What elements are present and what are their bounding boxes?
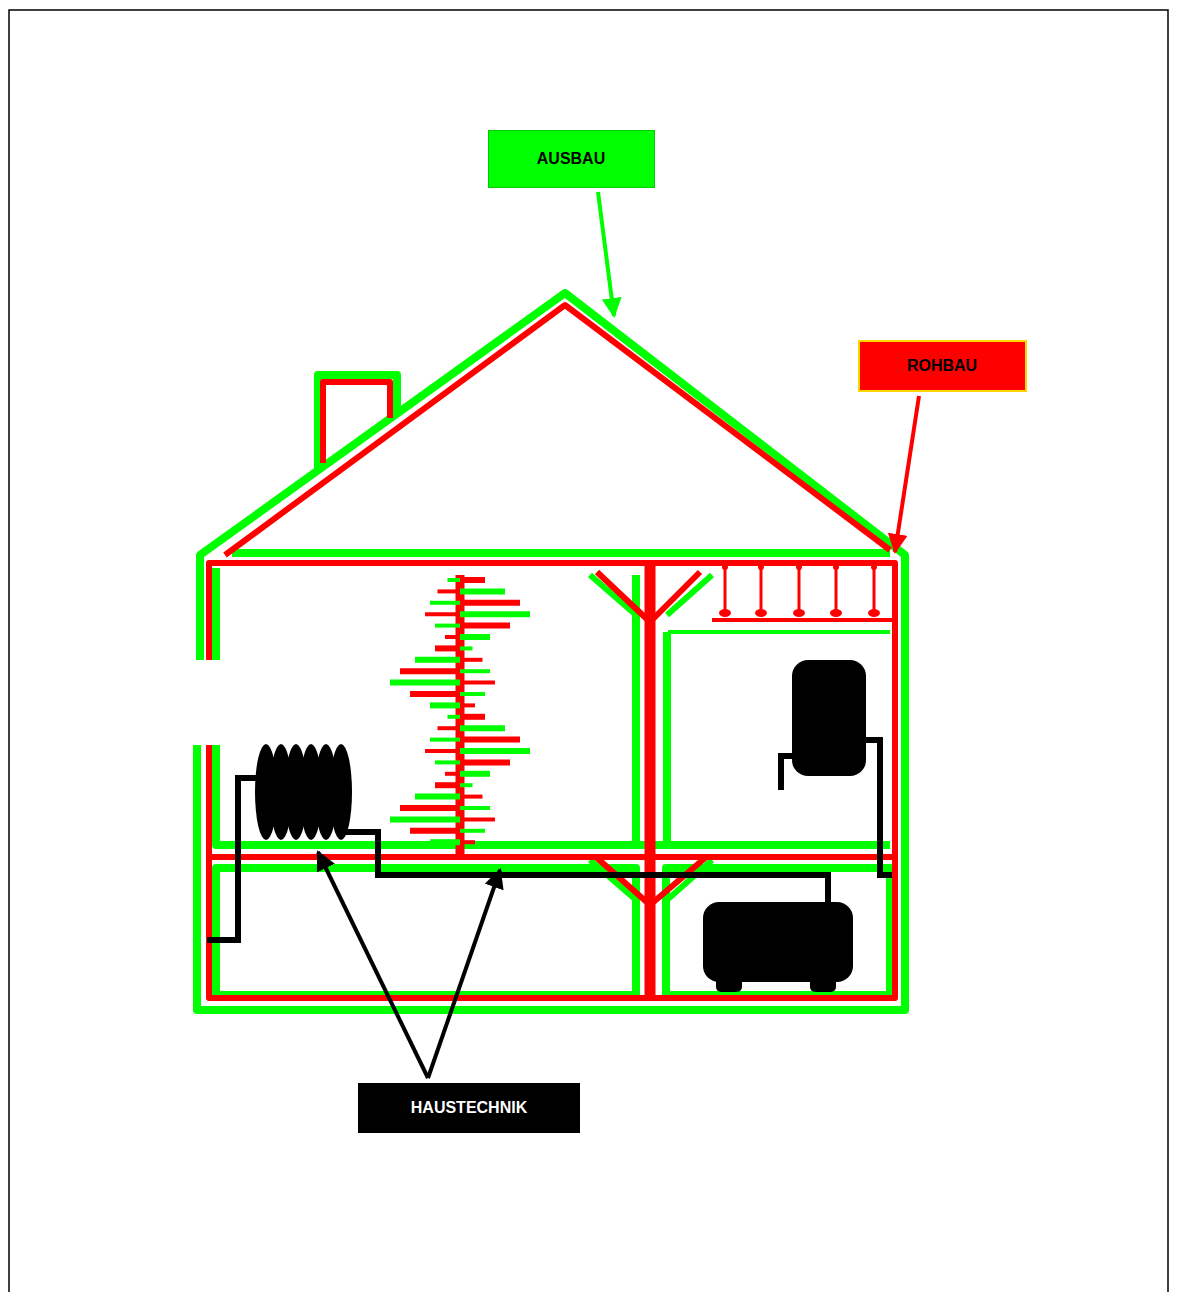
stair-tread bbox=[460, 600, 520, 606]
hanger-anchor bbox=[796, 564, 802, 570]
stair-tread bbox=[430, 839, 460, 845]
ceiling-hangers bbox=[719, 564, 880, 617]
stair-tread bbox=[460, 623, 510, 629]
stair-tread bbox=[460, 817, 495, 821]
label-text: AUSBAU bbox=[537, 149, 605, 168]
hanger-rod bbox=[798, 566, 801, 612]
hanger-rod bbox=[835, 566, 838, 612]
stair-tread bbox=[445, 772, 460, 776]
stair-tread bbox=[460, 840, 475, 844]
shell-label-box: ROHBAU bbox=[858, 340, 1027, 392]
stair-tread bbox=[460, 759, 510, 765]
stair-tread bbox=[460, 681, 495, 685]
stair-tread bbox=[460, 611, 530, 617]
stair-tread bbox=[445, 635, 460, 639]
hanger-anchor bbox=[830, 609, 842, 617]
label-text: HAUSTECHNIK bbox=[411, 1098, 527, 1117]
boiler bbox=[703, 902, 853, 992]
hanger-anchor bbox=[755, 609, 767, 617]
stair-tread bbox=[460, 588, 505, 594]
leader-lines bbox=[318, 192, 919, 1078]
building-services bbox=[207, 660, 892, 992]
stair-tread bbox=[460, 669, 490, 673]
stair-tread bbox=[390, 816, 460, 822]
stair-tread bbox=[430, 702, 460, 708]
stair-tread bbox=[415, 657, 460, 663]
stair-tread bbox=[410, 691, 460, 697]
stair-tread bbox=[460, 658, 483, 662]
staircase bbox=[390, 575, 530, 860]
stair-tread bbox=[460, 783, 473, 787]
hanger-anchor bbox=[793, 609, 805, 617]
stair-tread bbox=[435, 645, 460, 651]
hanger-anchor bbox=[719, 609, 731, 617]
stair-tread bbox=[460, 795, 483, 799]
stair-tread bbox=[430, 601, 460, 605]
stair-tread bbox=[448, 715, 461, 719]
stair-tread bbox=[460, 725, 505, 731]
finish-outline bbox=[197, 293, 905, 1010]
stair-tread bbox=[448, 578, 461, 582]
stair-tread bbox=[425, 749, 460, 753]
services-label-box: HAUSTECHNIK bbox=[358, 1083, 580, 1133]
hanger-rod bbox=[760, 566, 763, 612]
stair-tread bbox=[400, 668, 460, 674]
hanger-rod bbox=[873, 566, 876, 612]
label-text: ROHBAU bbox=[907, 356, 977, 375]
stair-tread bbox=[460, 737, 520, 743]
stair-tread bbox=[460, 692, 485, 696]
stair-tread bbox=[438, 726, 461, 730]
stair-tread bbox=[435, 760, 460, 764]
shell-structure bbox=[209, 305, 895, 998]
finish-label-box: AUSBAU bbox=[488, 130, 655, 188]
stair-tread bbox=[400, 805, 460, 811]
hanger-anchor bbox=[868, 609, 880, 617]
hanger-anchor bbox=[833, 564, 839, 570]
stair-tread bbox=[460, 714, 485, 720]
stair-tread bbox=[460, 771, 490, 777]
stair-tread bbox=[460, 829, 485, 833]
radiator-fin bbox=[330, 744, 352, 840]
hanger-anchor bbox=[722, 564, 728, 570]
hanger-rod bbox=[724, 566, 727, 612]
hanger-anchor bbox=[871, 564, 877, 570]
page-frame bbox=[9, 10, 1168, 1292]
stair-tread bbox=[435, 782, 460, 788]
stair-tread bbox=[438, 589, 461, 593]
water-heater bbox=[792, 660, 866, 776]
stair-tread bbox=[435, 624, 460, 628]
stair-tread bbox=[425, 612, 460, 616]
stair-tread bbox=[390, 680, 460, 686]
stair-tread bbox=[460, 646, 473, 650]
stair-tread bbox=[410, 828, 460, 834]
stair-tread bbox=[460, 703, 475, 707]
stair-tread bbox=[460, 634, 490, 640]
stair-tread bbox=[415, 794, 460, 800]
hanger-anchor bbox=[758, 564, 764, 570]
radiator bbox=[255, 744, 352, 840]
stair-tread bbox=[460, 748, 530, 754]
stair-tread bbox=[460, 577, 485, 583]
stair-tread bbox=[460, 806, 490, 810]
stair-tread bbox=[430, 738, 460, 742]
